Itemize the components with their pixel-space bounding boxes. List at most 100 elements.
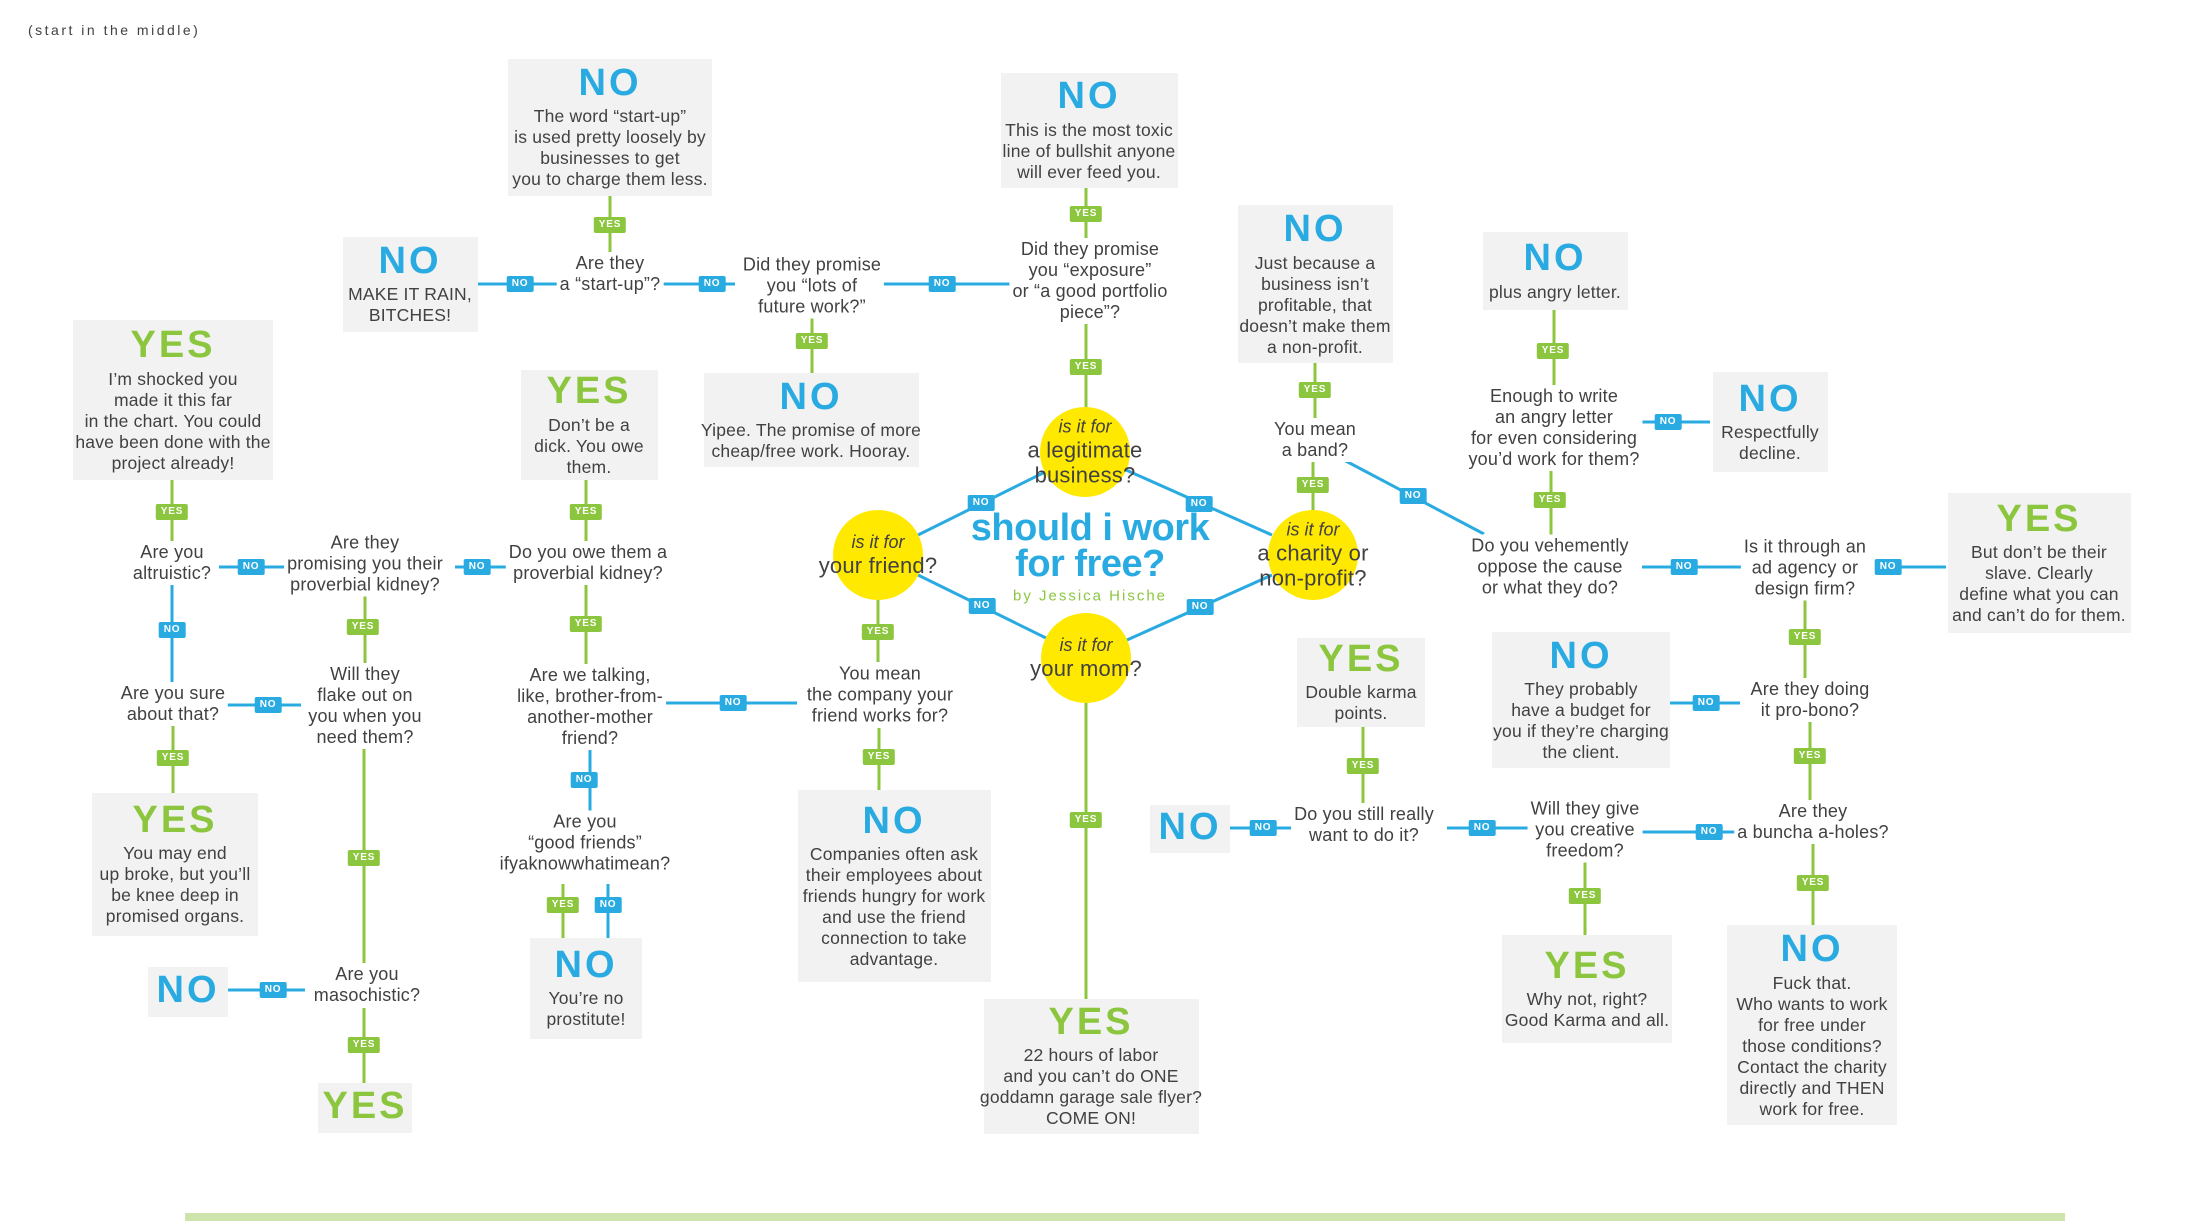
question-line: Are you	[553, 811, 617, 832]
result-box-line: points.	[1334, 703, 1388, 724]
question-line: Will they	[330, 664, 400, 684]
no-tag: NO	[237, 559, 265, 575]
yes-tag: YES	[1069, 359, 1103, 375]
question-line: an angry letter	[1494, 407, 1614, 427]
circle-prefix-label: is it for	[1058, 416, 1112, 437]
no-tag: NO	[968, 598, 996, 614]
question-brother-from-another-mother: Are we talking,like, brother-from-anothe…	[514, 664, 666, 750]
verdict-yes-label: YES	[130, 324, 216, 367]
yes-tag: YES	[1536, 343, 1570, 359]
result-box-line: line of bullshit anyone	[1002, 140, 1176, 161]
question-line: Will they give	[1530, 798, 1640, 819]
yes-tag: YES	[1533, 492, 1567, 508]
yes-tag: YES	[569, 504, 603, 520]
result-box-line: prostitute!	[546, 1009, 626, 1030]
question-good-friends: Are you“good friends”ifyaknowwhatimean?	[496, 810, 674, 876]
verdict-no-label: NO	[1549, 634, 1613, 677]
no-tag: NO	[1185, 496, 1213, 512]
no-tag: NO	[698, 276, 726, 292]
question-line: or “a good portfolio	[1012, 281, 1168, 301]
no-tag: NO	[254, 697, 282, 713]
start-circle-your-mom	[1041, 613, 1131, 703]
verdict-yes-label: YES	[1048, 1000, 1134, 1043]
no-tag: NO	[1654, 414, 1682, 430]
question-line: you’d work for them?	[1468, 449, 1640, 469]
question-line: design firm?	[1754, 578, 1856, 599]
verdict-no-label: NO	[779, 375, 843, 418]
result-box-line: Don’t be a	[548, 414, 630, 435]
yes-tag: YES	[1069, 812, 1103, 828]
question-line: ifyaknowwhatimean?	[499, 853, 671, 874]
result-box-line: I’m shocked you	[108, 368, 238, 389]
question-line: the company your	[806, 684, 954, 705]
question-line: like, brother-from-	[517, 686, 663, 706]
result-box-line: made it this far	[114, 389, 232, 410]
no-tag: NO	[1695, 824, 1723, 840]
result-box-line: Why not, right?	[1526, 989, 1648, 1010]
question-line: proverbial kidney?	[513, 563, 663, 583]
result-box-line: Double karma	[1305, 682, 1417, 703]
question-line: Are you sure	[120, 683, 226, 703]
question-line: you creative	[1535, 819, 1635, 840]
result-box-line: goddamn garage sale flyer?	[979, 1087, 1203, 1108]
result-box-line: project already!	[111, 452, 235, 473]
question-line: You mean	[838, 663, 921, 684]
footer-strip	[185, 1213, 2065, 1221]
result-box-line: and use the friend	[822, 907, 966, 928]
result-box-line: Contact the charity	[1737, 1056, 1887, 1077]
yes-tag: YES	[593, 217, 627, 233]
result-box-line: is used pretty loosely by	[514, 127, 706, 148]
result-box-line: be knee deep in	[111, 885, 239, 906]
circle-label-line: business?	[1034, 462, 1136, 488]
circle-prefix-label: is it for	[1059, 635, 1113, 655]
result-box-line: up broke, but you’ll	[99, 864, 251, 885]
circle-label-line: your mom?	[1030, 656, 1142, 681]
question-line: Is it through an	[1743, 536, 1867, 557]
question-line: “good friends”	[528, 832, 642, 853]
start-hint-label: (start in the middle)	[28, 22, 201, 38]
result-box-line: you if they’re charging	[1493, 721, 1669, 742]
start-circle-legitimate-business	[1040, 407, 1130, 497]
question-line: a band?	[1281, 440, 1349, 460]
question-line: flake out on	[317, 685, 413, 705]
verdict-no-label: NO	[1158, 805, 1222, 848]
no-tag: NO	[1468, 820, 1496, 836]
result-box-line: those conditions?	[1742, 1035, 1882, 1056]
question-line: about that?	[126, 704, 220, 724]
result-box-line: BITCHES!	[368, 305, 452, 326]
question-line: another-mother	[527, 707, 653, 727]
question-line: Do you still really	[1294, 804, 1434, 824]
question-line: Are we talking,	[529, 665, 651, 685]
question-line: a buncha a-holes?	[1737, 822, 1889, 842]
question-line: Are you	[335, 964, 399, 984]
verdict-no-label: NO	[1057, 75, 1121, 118]
question-line: need them?	[316, 727, 414, 747]
yes-tag: YES	[347, 850, 381, 866]
result-box-line: business isn’t	[1261, 273, 1369, 294]
question-line: Are they	[330, 532, 400, 553]
yes-tag: YES	[347, 1037, 381, 1053]
result-box-line: them.	[566, 456, 612, 477]
question-line: oppose the cause	[1477, 556, 1623, 577]
result-box-line: The word “start-up”	[533, 106, 687, 127]
result-box-line: 22 hours of labor	[1023, 1045, 1159, 1066]
start-circle-your-friend	[833, 510, 923, 600]
result-box-line: Yipee. The promise of more	[700, 420, 922, 441]
yes-tag: YES	[546, 897, 580, 913]
yes-tag: YES	[346, 619, 380, 635]
